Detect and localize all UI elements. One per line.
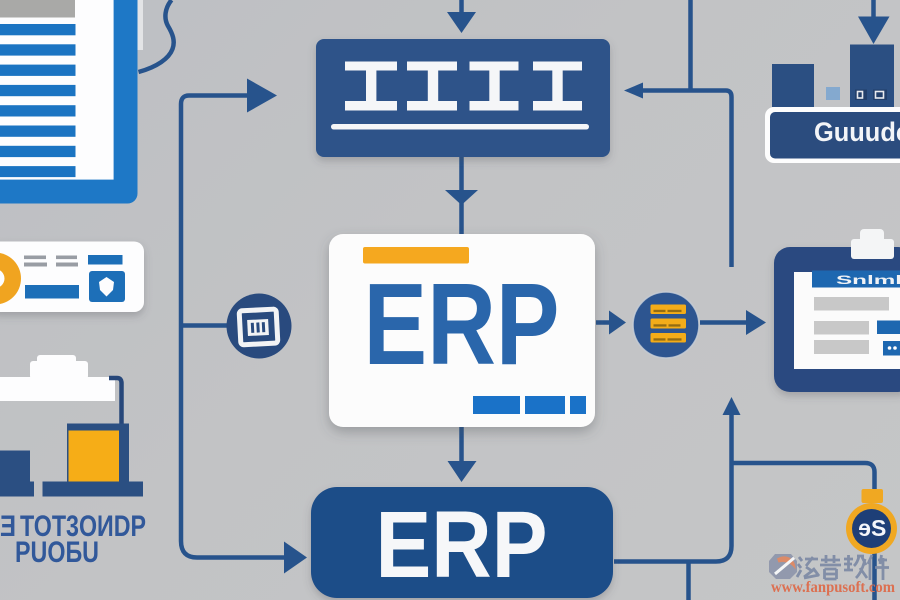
svg-text:www.fanpusoft.com: www.fanpusoft.com: [771, 579, 895, 596]
svg-text:S: S: [871, 515, 886, 541]
svg-text:ERP: ERP: [376, 492, 548, 598]
svg-text:PUOБU: PUOБU: [15, 536, 99, 569]
svg-text:Guuudc: Guuudc: [814, 117, 900, 147]
svg-text:TOT3OИDP: TOT3OИDP: [20, 510, 146, 543]
svg-text:ERP: ERP: [364, 259, 560, 389]
svg-text:Snlml: Snlml: [836, 273, 900, 287]
svg-text:E: E: [0, 510, 16, 543]
svg-text:e: e: [858, 515, 871, 541]
